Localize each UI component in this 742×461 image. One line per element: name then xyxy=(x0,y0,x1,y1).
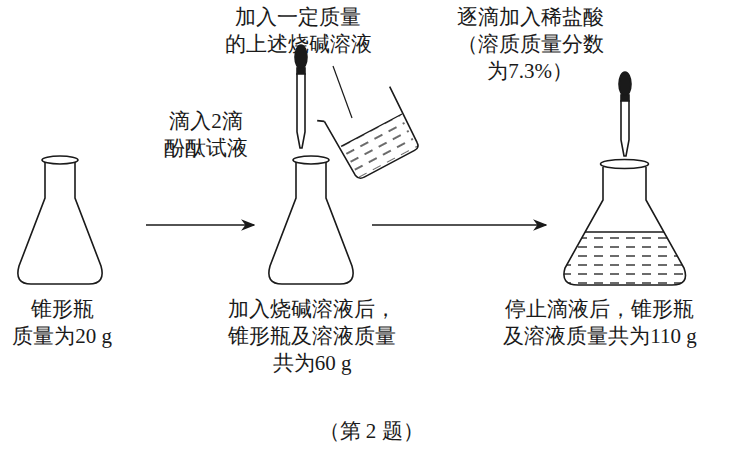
leader-line xyxy=(333,66,352,118)
dropper xyxy=(295,45,307,148)
step-note: 加入一定质量 的上述烧碱溶液 xyxy=(225,4,372,58)
mass-note: 停止滴液后，锥形瓶 及溶液质量共为110 g xyxy=(503,296,696,350)
caption: （第 2 题） xyxy=(319,418,424,445)
process-arrow xyxy=(146,224,254,226)
step-note: 滴入2滴 酚酞试液 xyxy=(164,108,248,162)
conical-flask xyxy=(18,156,102,284)
process-arrow xyxy=(372,224,546,226)
conical-flask xyxy=(555,160,695,293)
beaker xyxy=(317,83,421,184)
dropper xyxy=(619,72,631,156)
mass-note: 加入烧碱溶液后， 锥形瓶及溶液质量 共为60 g xyxy=(228,296,396,377)
conical-flask xyxy=(269,156,353,284)
step-note: 逐滴加入稀盐酸 （溶质质量分数 为7.3%） xyxy=(457,4,604,85)
mass-note: 锥形瓶 质量为20 g xyxy=(12,296,112,350)
